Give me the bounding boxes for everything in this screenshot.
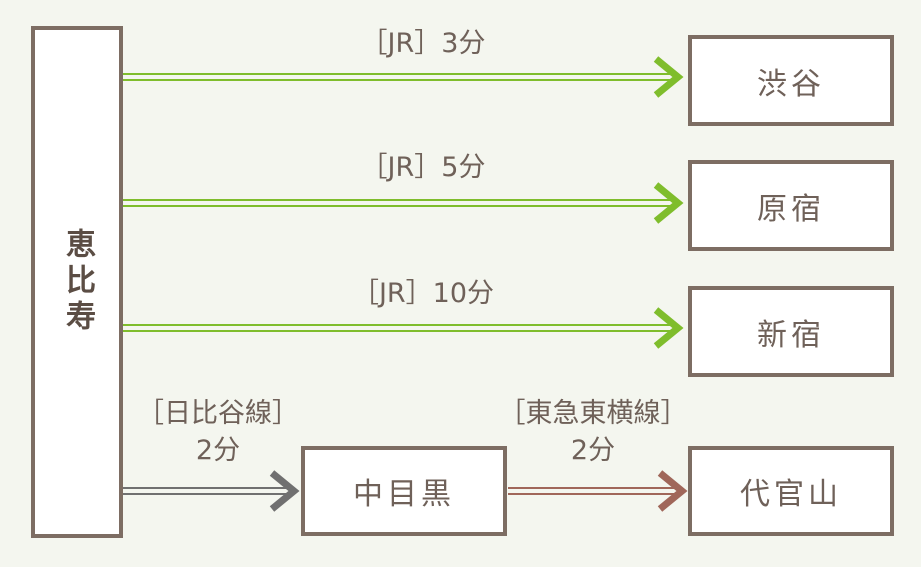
station-name-harajuku: 原宿 [757,191,825,227]
origin-station-box: 恵比寿 [31,26,123,538]
route-label-shibuya: ［JR］3分 [360,28,486,59]
route-label-harajuku: ［JR］5分 [360,152,486,183]
station-name-shinjuku: 新宿 [757,317,825,353]
station-box-harajuku: 原宿 [688,160,894,251]
arrow-jr-harajuku [123,182,684,224]
route-label-toyoko-line: ［東急東横線］ [498,398,688,429]
arrow-toyoko [508,470,688,512]
arrow-jr-shibuya [123,56,684,98]
station-box-daikanyama: 代官山 [688,446,894,536]
station-box-nakameguro: 中目黒 [301,446,507,536]
route-label-shinjuku: ［JR］10分 [351,278,495,309]
station-name-daikanyama: 代官山 [740,477,842,512]
arrow-hibiya [123,470,300,512]
arrow-jr-shinjuku [123,307,684,349]
route-label-hibiya-line: ［日比谷線］ [137,398,299,429]
route-label-toyoko-time: 2分 [570,435,616,466]
station-box-shinjuku: 新宿 [688,286,894,377]
station-name-shibuya: 渋谷 [757,66,825,102]
origin-station-name: 恵比寿 [60,228,95,336]
station-name-nakameguro: 中目黒 [353,477,455,512]
station-box-shibuya: 渋谷 [688,35,894,126]
route-label-hibiya-time: 2分 [195,435,241,466]
